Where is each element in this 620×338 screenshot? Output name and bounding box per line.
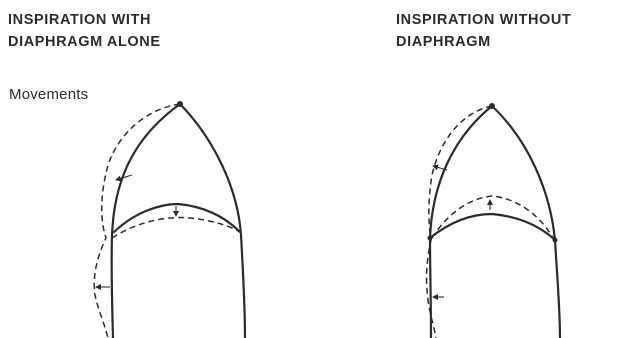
right-left-junction-dot <box>428 236 433 241</box>
left-thorax-diagram <box>94 101 245 338</box>
right-right-junction-dot <box>553 238 558 243</box>
left-apex-dot <box>177 101 183 107</box>
right-diaphragm-dome <box>430 214 555 240</box>
right-apex-dot <box>489 103 495 109</box>
right-thorax-diagram <box>427 103 560 338</box>
right-raised-diaphragm <box>432 196 553 238</box>
left-expanded-outline <box>94 104 180 338</box>
left-descended-diaphragm <box>112 218 240 238</box>
